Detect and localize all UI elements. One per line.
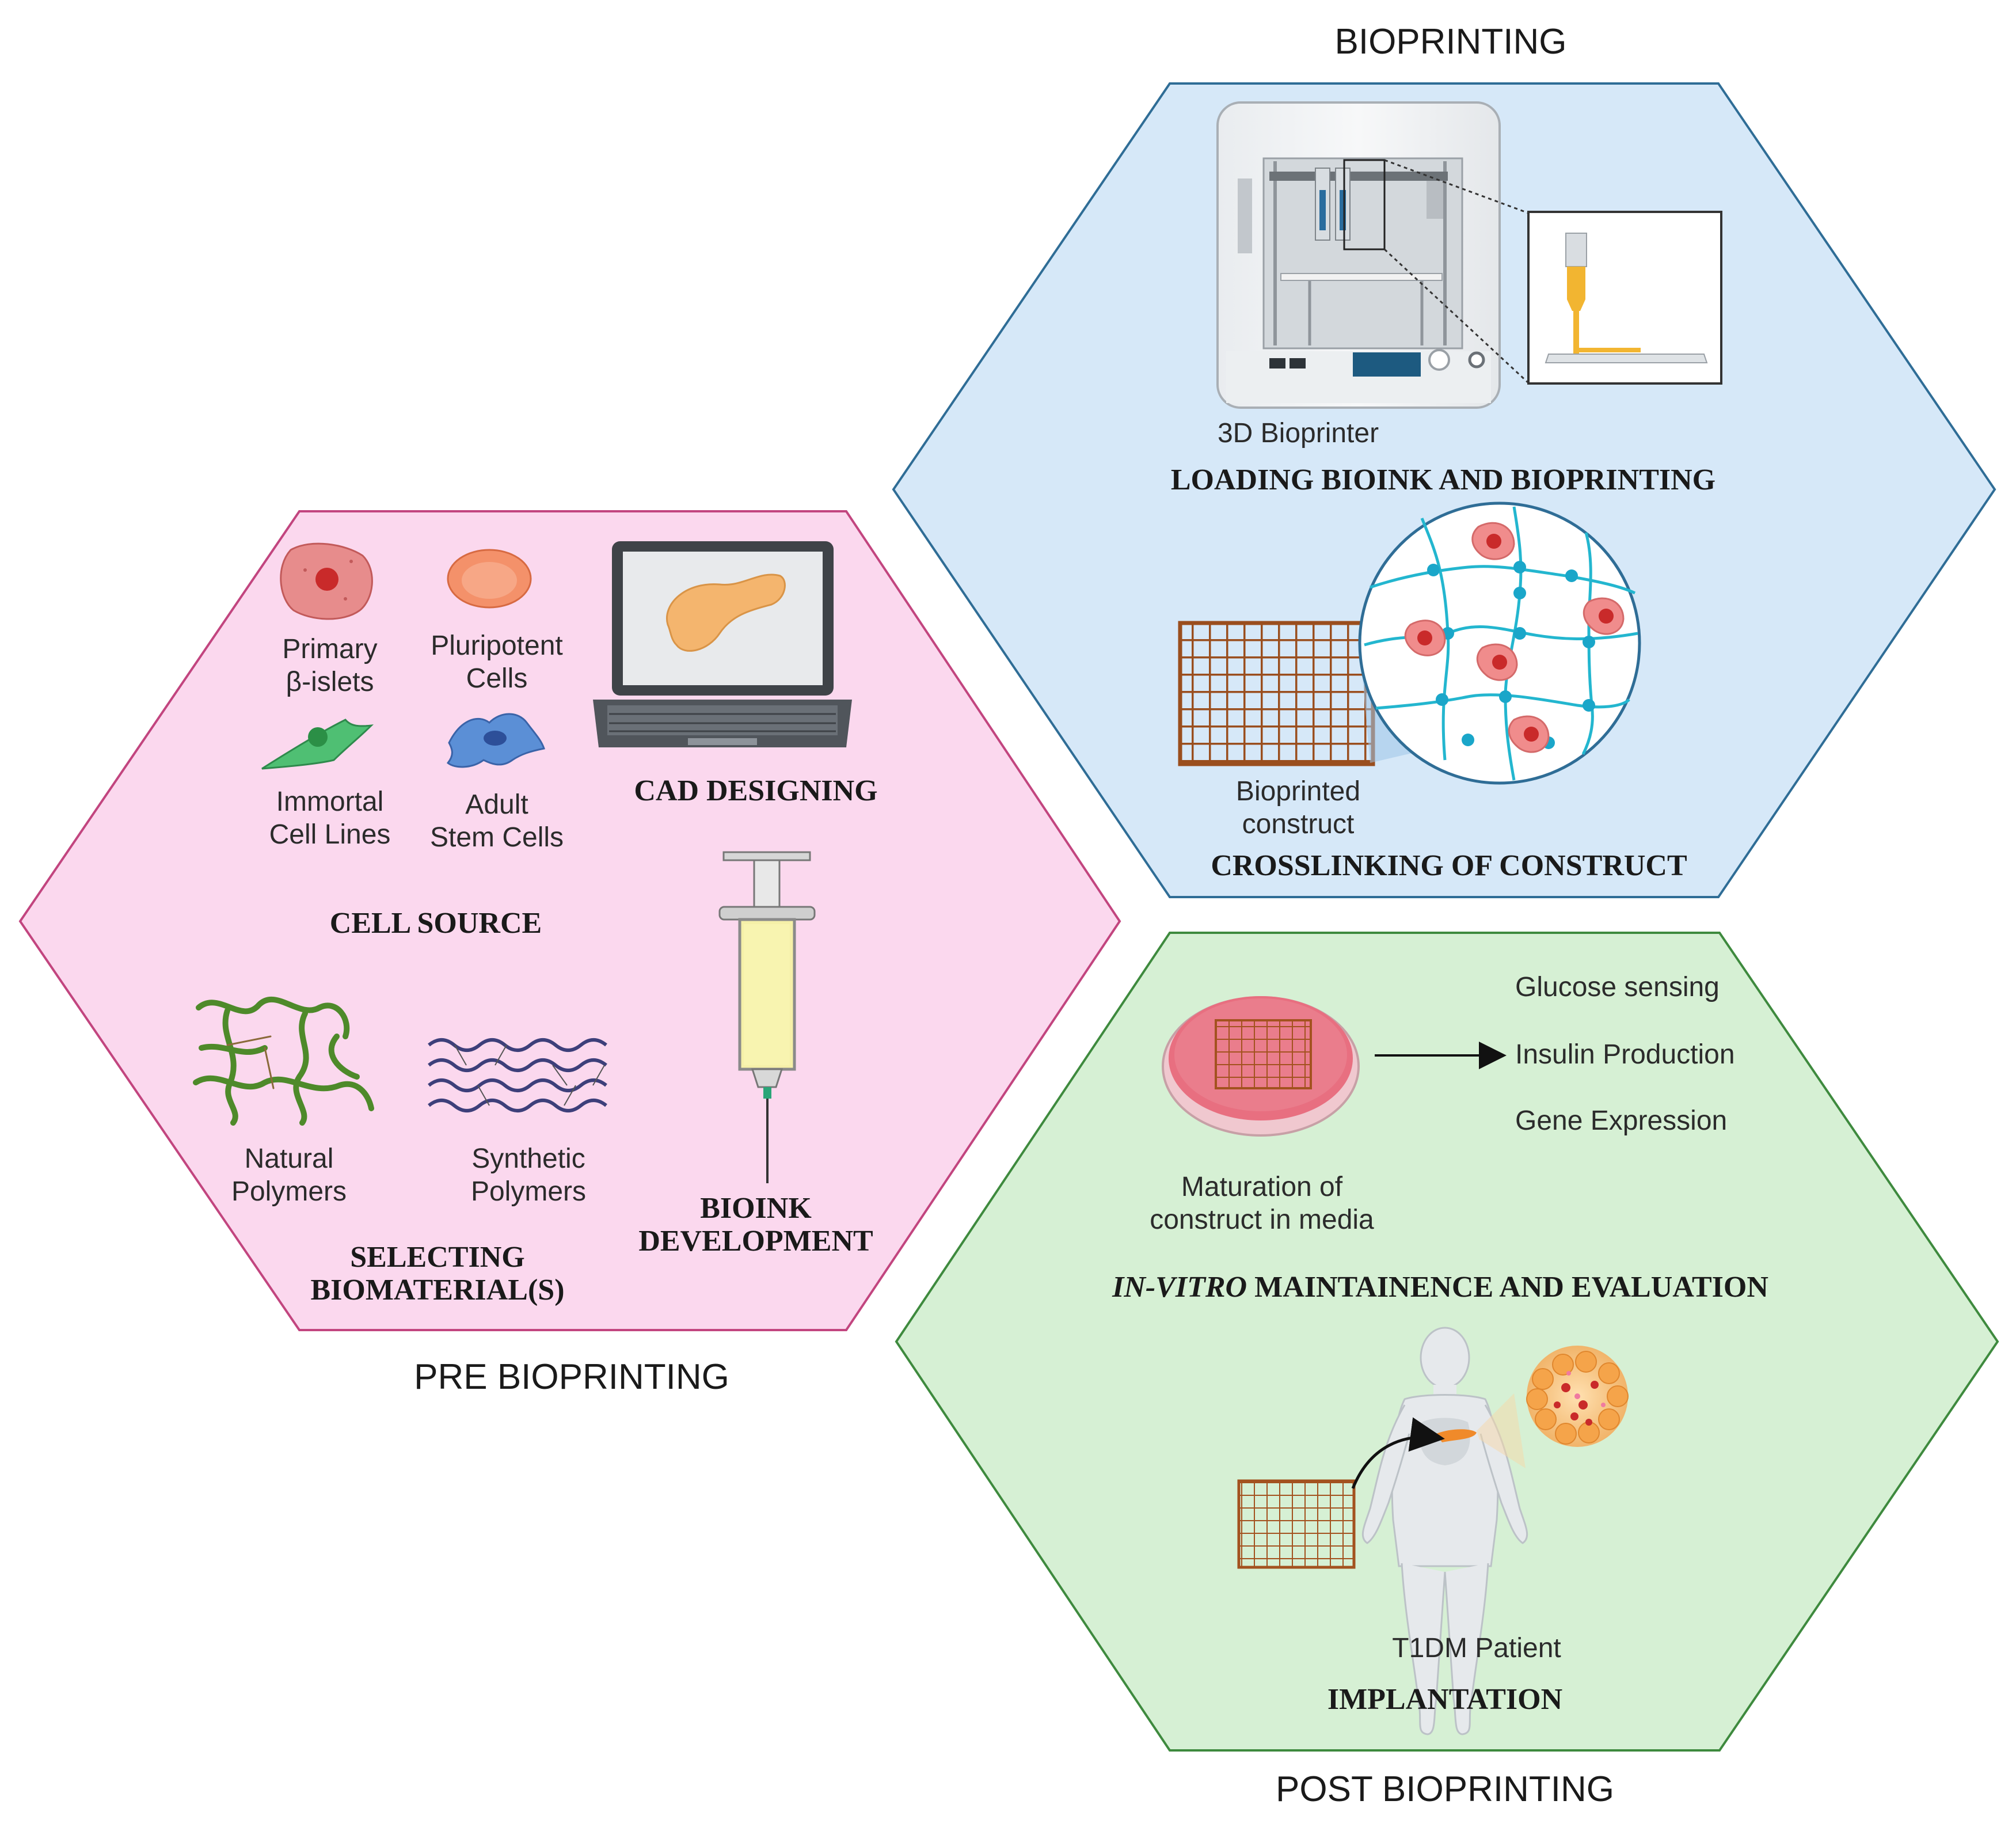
post-bioprinting-panel: Glucose sensing Insulin Production Gene … xyxy=(895,932,1999,1752)
immortal-label-line1: Immortal xyxy=(276,787,384,817)
pluripotent-label-line2: Cells xyxy=(466,663,528,694)
maturation-label-line2: construct in media xyxy=(1150,1205,1374,1235)
bioprinted-construct-label-line2: construct xyxy=(1242,809,1355,839)
islet-cluster-icon xyxy=(1526,1346,1629,1447)
nozzle-zoom-icon xyxy=(1527,211,1722,385)
syringe-icon xyxy=(718,851,816,1183)
natural-label-line1: Natural xyxy=(245,1144,334,1174)
adult-label-line1: Adult xyxy=(465,789,528,820)
pre-bioprinting-panel: Primary β-islets Pluripotent Cells Immor… xyxy=(18,510,1121,1331)
synthetic-label-line1: Synthetic xyxy=(471,1144,585,1174)
cell-source-title: CELL SOURCE xyxy=(330,907,542,940)
bioprinting-phase-label: BIOPRINTING xyxy=(1334,22,1566,62)
maturation-label-line1: Maturation of xyxy=(1181,1172,1343,1202)
selecting-title-line1: SELECTING xyxy=(350,1241,524,1274)
in-vitro-italic: IN-VITRO xyxy=(1112,1271,1247,1304)
bioprinter-label: 3D Bioprinter xyxy=(1218,418,1379,449)
hydrogel-network-icon xyxy=(1358,502,1641,785)
selecting-title-line2: BIOMATERIAL(S) xyxy=(310,1274,564,1306)
in-vitro-title: IN-VITRO MAINTAINENCE AND EVALUATION xyxy=(1112,1271,1768,1304)
laptop-icon xyxy=(593,541,852,747)
pluripotent-label-line1: Pluripotent xyxy=(431,630,562,661)
primary-label-line2: β-islets xyxy=(286,667,374,697)
implant-arrow xyxy=(1351,1417,1445,1489)
primary-label-line1: Primary xyxy=(282,634,377,664)
outcome-insulin: Insulin Production xyxy=(1515,1039,1735,1070)
outcome-gene-expression: Gene Expression xyxy=(1515,1106,1727,1136)
patient-label: T1DM Patient xyxy=(1392,1633,1561,1663)
pre-bioprinting-hexagon xyxy=(18,510,1121,1331)
in-vitro-rest: MAINTAINENCE AND EVALUATION xyxy=(1247,1271,1768,1304)
loading-bioprinting-title: LOADING BIOINK AND BIOPRINTING xyxy=(1171,464,1715,496)
post-bioprinting-phase-label: POST BIOPRINTING xyxy=(1276,1769,1614,1809)
adult-stem-cell-icon xyxy=(446,713,545,768)
bioprinter-icon xyxy=(1216,101,1530,409)
adult-label-line2: Stem Cells xyxy=(430,822,564,853)
pre-bioprinting-phase-label: PRE BIOPRINTING xyxy=(414,1357,729,1397)
bioprinted-scaffold-icon xyxy=(1178,621,1375,766)
implant-scaffold-icon xyxy=(1237,1479,1356,1569)
synthetic-label-line2: Polymers xyxy=(471,1176,586,1207)
natural-label-line2: Polymers xyxy=(231,1176,347,1207)
implantation-title: IMPLANTATION xyxy=(1327,1683,1562,1716)
bioink-title-line2: DEVELOPMENT xyxy=(638,1225,873,1258)
cad-designing-title: CAD DESIGNING xyxy=(634,774,877,807)
bioprinting-panel: 3D Bioprinter LOADING BIOINK AND BIOPRIN… xyxy=(892,82,1996,898)
pluripotent-cell-icon xyxy=(447,549,532,609)
petri-dish-icon xyxy=(1162,996,1360,1137)
immortal-label-line2: Cell Lines xyxy=(269,819,391,850)
bioink-title-line1: BIOINK xyxy=(700,1192,812,1225)
primary-islet-cell-icon xyxy=(280,542,373,620)
human-body-icon xyxy=(1361,1327,1528,1735)
immortal-cell-icon xyxy=(261,719,374,770)
synthetic-polymer-icon xyxy=(428,1038,607,1112)
natural-polymer-icon xyxy=(193,996,374,1126)
bioprinted-construct-label-line1: Bioprinted xyxy=(1236,776,1360,807)
outcome-glucose: Glucose sensing xyxy=(1515,972,1720,1002)
crosslinking-title: CROSSLINKING OF CONSTRUCT xyxy=(1211,849,1687,882)
